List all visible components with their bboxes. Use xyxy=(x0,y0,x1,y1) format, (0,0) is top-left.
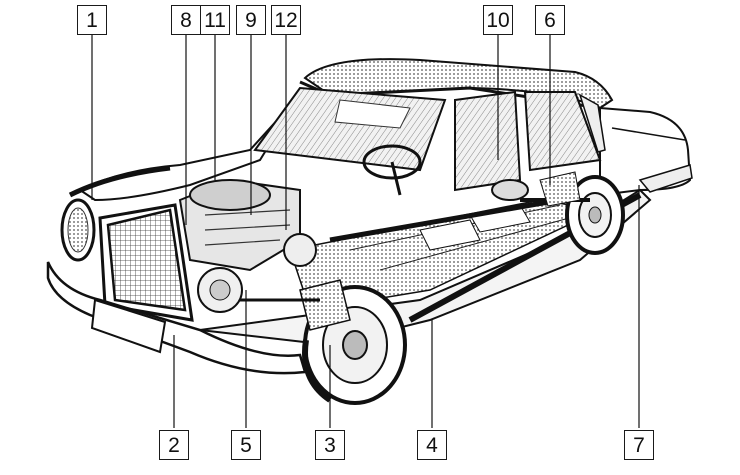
callout-11: 11 xyxy=(200,5,230,35)
callout-1: 1 xyxy=(77,5,107,35)
callout-6: 6 xyxy=(535,5,565,35)
drive-shaft xyxy=(329,197,561,243)
callout-8: 8 xyxy=(171,5,201,35)
callout-12: 12 xyxy=(271,5,301,35)
radiator-grille xyxy=(106,208,187,312)
callout-5: 5 xyxy=(231,430,261,460)
license-plate xyxy=(90,298,167,354)
leader-lines xyxy=(91,35,640,428)
windshield xyxy=(253,86,447,172)
callout-9: 9 xyxy=(236,5,266,35)
callout-10: 10 xyxy=(483,5,513,35)
steering-wheel xyxy=(362,144,422,180)
callout-2: 2 xyxy=(159,430,189,460)
rear-door-window xyxy=(523,91,602,172)
callout-4: 4 xyxy=(417,430,447,460)
callout-7: 7 xyxy=(624,430,654,460)
front-door-window xyxy=(454,90,522,192)
front-suspension xyxy=(299,279,351,331)
callout-3: 3 xyxy=(315,430,345,460)
